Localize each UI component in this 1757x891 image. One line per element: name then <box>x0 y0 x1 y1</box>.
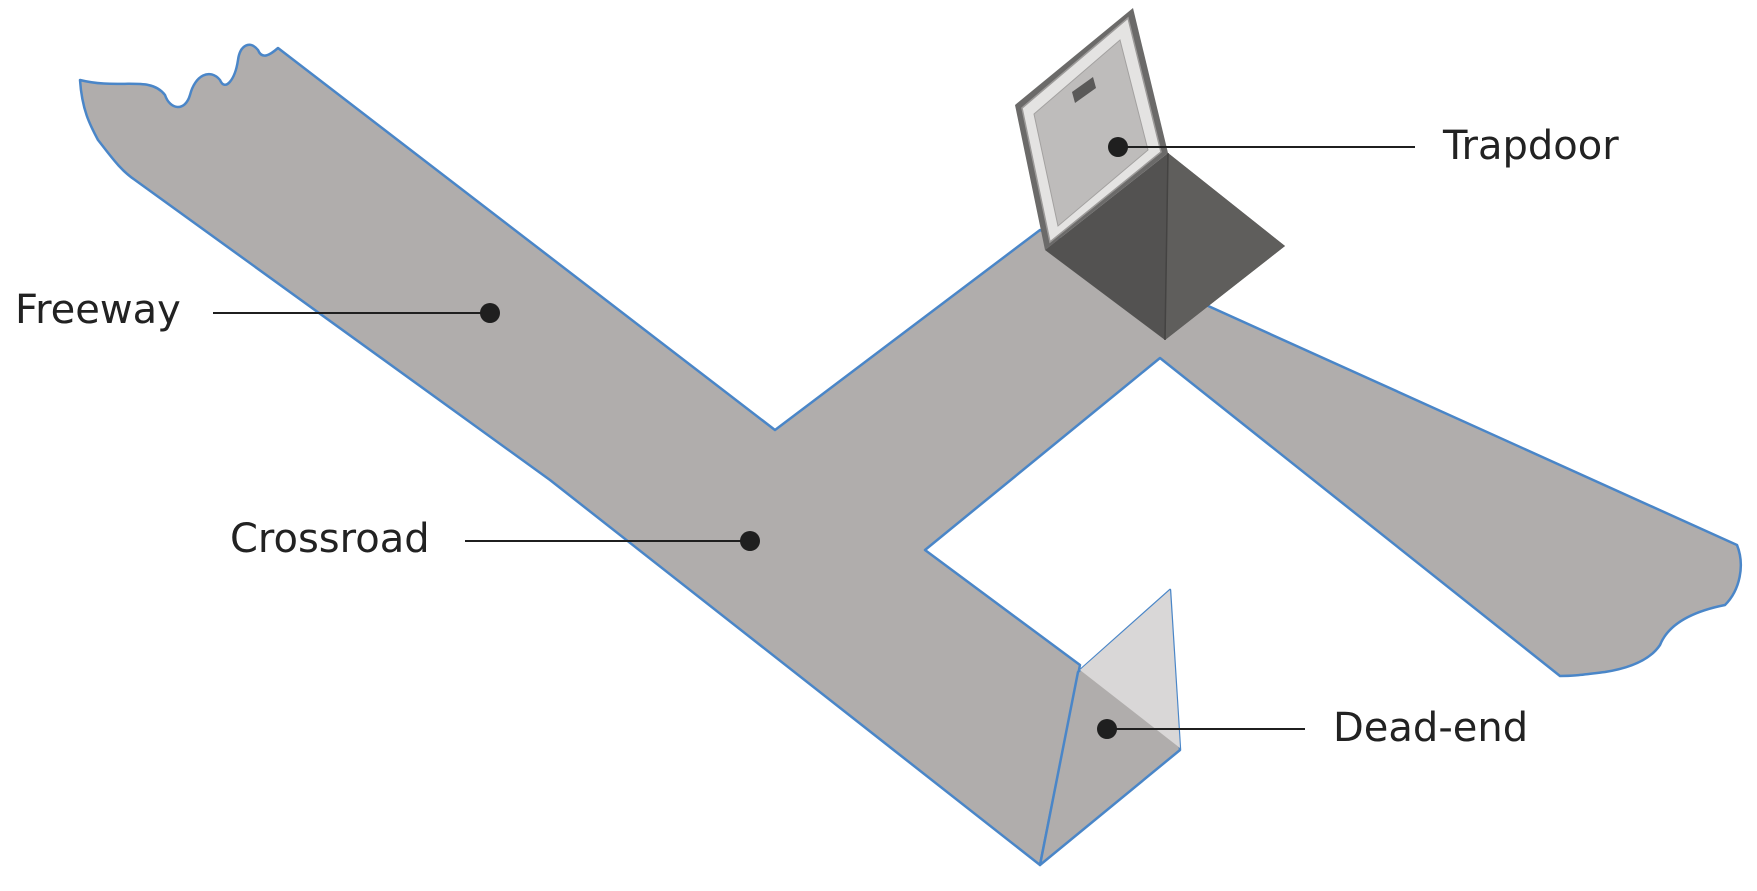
label-crossroad: Crossroad <box>230 516 430 562</box>
leader-dead-end <box>1097 719 1305 739</box>
trapdoor-pit-fold <box>1164 152 1169 341</box>
label-trapdoor: Trapdoor <box>1443 123 1619 169</box>
trapdoor-pit-shade <box>1165 153 1285 340</box>
leader-freeway <box>213 303 500 323</box>
trapdoor-lid-panel <box>1033 39 1149 227</box>
dead-end-wall-light <box>1080 590 1180 748</box>
leader-crossroad <box>465 531 760 551</box>
label-freeway: Freeway <box>15 287 181 333</box>
label-dead-end: Dead-end <box>1333 705 1529 751</box>
leader-trapdoor <box>1108 137 1415 157</box>
trapdoor-handle <box>1072 77 1096 103</box>
corridor-network <box>78 43 1743 867</box>
